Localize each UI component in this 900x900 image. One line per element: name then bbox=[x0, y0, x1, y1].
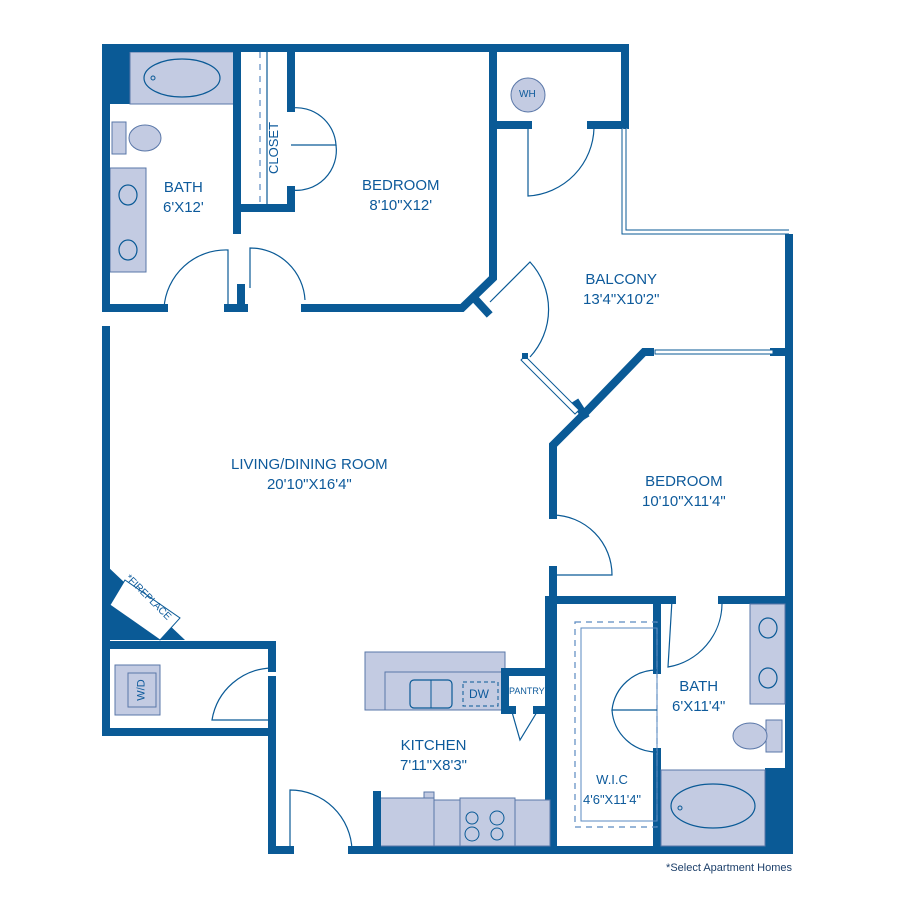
door-bedroom2[interactable] bbox=[552, 514, 613, 576]
toilet-tank-1 bbox=[111, 121, 127, 155]
refrigerator-icon bbox=[377, 797, 435, 847]
dishwasher-icon bbox=[462, 681, 499, 707]
sink-icon bbox=[118, 239, 138, 261]
door-bedroom1[interactable] bbox=[249, 247, 306, 301]
door-wic-bottom[interactable] bbox=[611, 709, 658, 753]
stove-icon bbox=[459, 797, 516, 847]
pantry-label: PANTRY bbox=[509, 686, 545, 696]
footnote: *Select Apartment Homes bbox=[666, 862, 792, 874]
bathtub-1 bbox=[129, 51, 235, 105]
water-heater-icon bbox=[510, 77, 546, 113]
door-laundry[interactable] bbox=[211, 667, 273, 721]
closet-label: CLOSET bbox=[266, 121, 282, 175]
vanity-2 bbox=[749, 603, 786, 705]
toilet-tank-2 bbox=[765, 719, 783, 753]
dw-label: DW bbox=[469, 687, 489, 701]
vanity-1 bbox=[109, 167, 147, 273]
closet-door-bottom[interactable] bbox=[290, 144, 337, 191]
tub-basin-1 bbox=[143, 58, 221, 98]
wd-label: W/D bbox=[135, 679, 148, 701]
door-wh[interactable] bbox=[527, 125, 595, 197]
bathtub-2 bbox=[660, 769, 766, 847]
closet-door-top[interactable] bbox=[290, 107, 337, 146]
door-pantry[interactable] bbox=[511, 711, 538, 742]
door-bath2[interactable] bbox=[667, 599, 723, 668]
sink-icon bbox=[758, 617, 778, 639]
sink-icon bbox=[118, 184, 138, 206]
door-entry[interactable] bbox=[289, 789, 353, 851]
toilet-bowl-2 bbox=[732, 722, 768, 750]
door-bath1[interactable] bbox=[163, 249, 229, 309]
door-balcony[interactable] bbox=[489, 261, 550, 358]
door-wic-top[interactable] bbox=[611, 669, 658, 711]
wh-label: WH bbox=[519, 89, 536, 100]
toilet-bowl-1 bbox=[128, 124, 162, 152]
sink-icon bbox=[758, 667, 778, 689]
